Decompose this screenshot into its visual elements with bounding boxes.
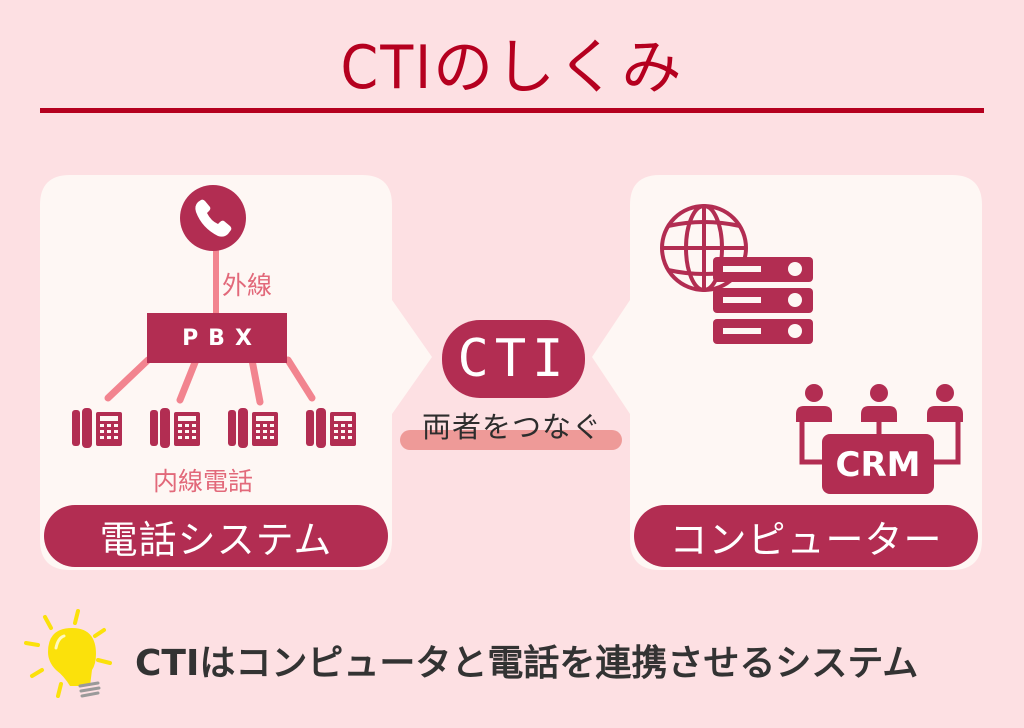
telephone-system-panel (40, 175, 432, 570)
computer-pill: コンピューター (634, 505, 978, 567)
desk-phone-icon (228, 408, 278, 448)
lightbulb-icon (24, 609, 112, 698)
pbx-box: PBX (147, 313, 287, 363)
caption-highlight (400, 430, 622, 450)
summary-text: CTIはコンピュータと電話を連携させるシステム (135, 643, 919, 684)
extension-lines (104, 356, 316, 406)
phone-circle-icon (180, 185, 246, 251)
crm-label: CRM (835, 445, 921, 485)
telephone-system-pill: 電話システム (44, 505, 388, 567)
extension-phone-label: 内線電話 (153, 467, 254, 496)
cti-badge: CTI (442, 320, 585, 398)
crm-people-icon (796, 384, 963, 494)
desk-phone-icon (306, 408, 356, 448)
desk-phone-icon (72, 408, 122, 448)
title-underline (40, 108, 984, 113)
connect-caption: 両者をつなぐ (421, 410, 602, 444)
external-line-label: 外線 (222, 271, 273, 300)
page-title: CTIのしくみ (340, 33, 684, 103)
server-icon (713, 257, 813, 344)
desk-phone-icon (150, 408, 200, 448)
desk-phone-icons (72, 408, 356, 448)
